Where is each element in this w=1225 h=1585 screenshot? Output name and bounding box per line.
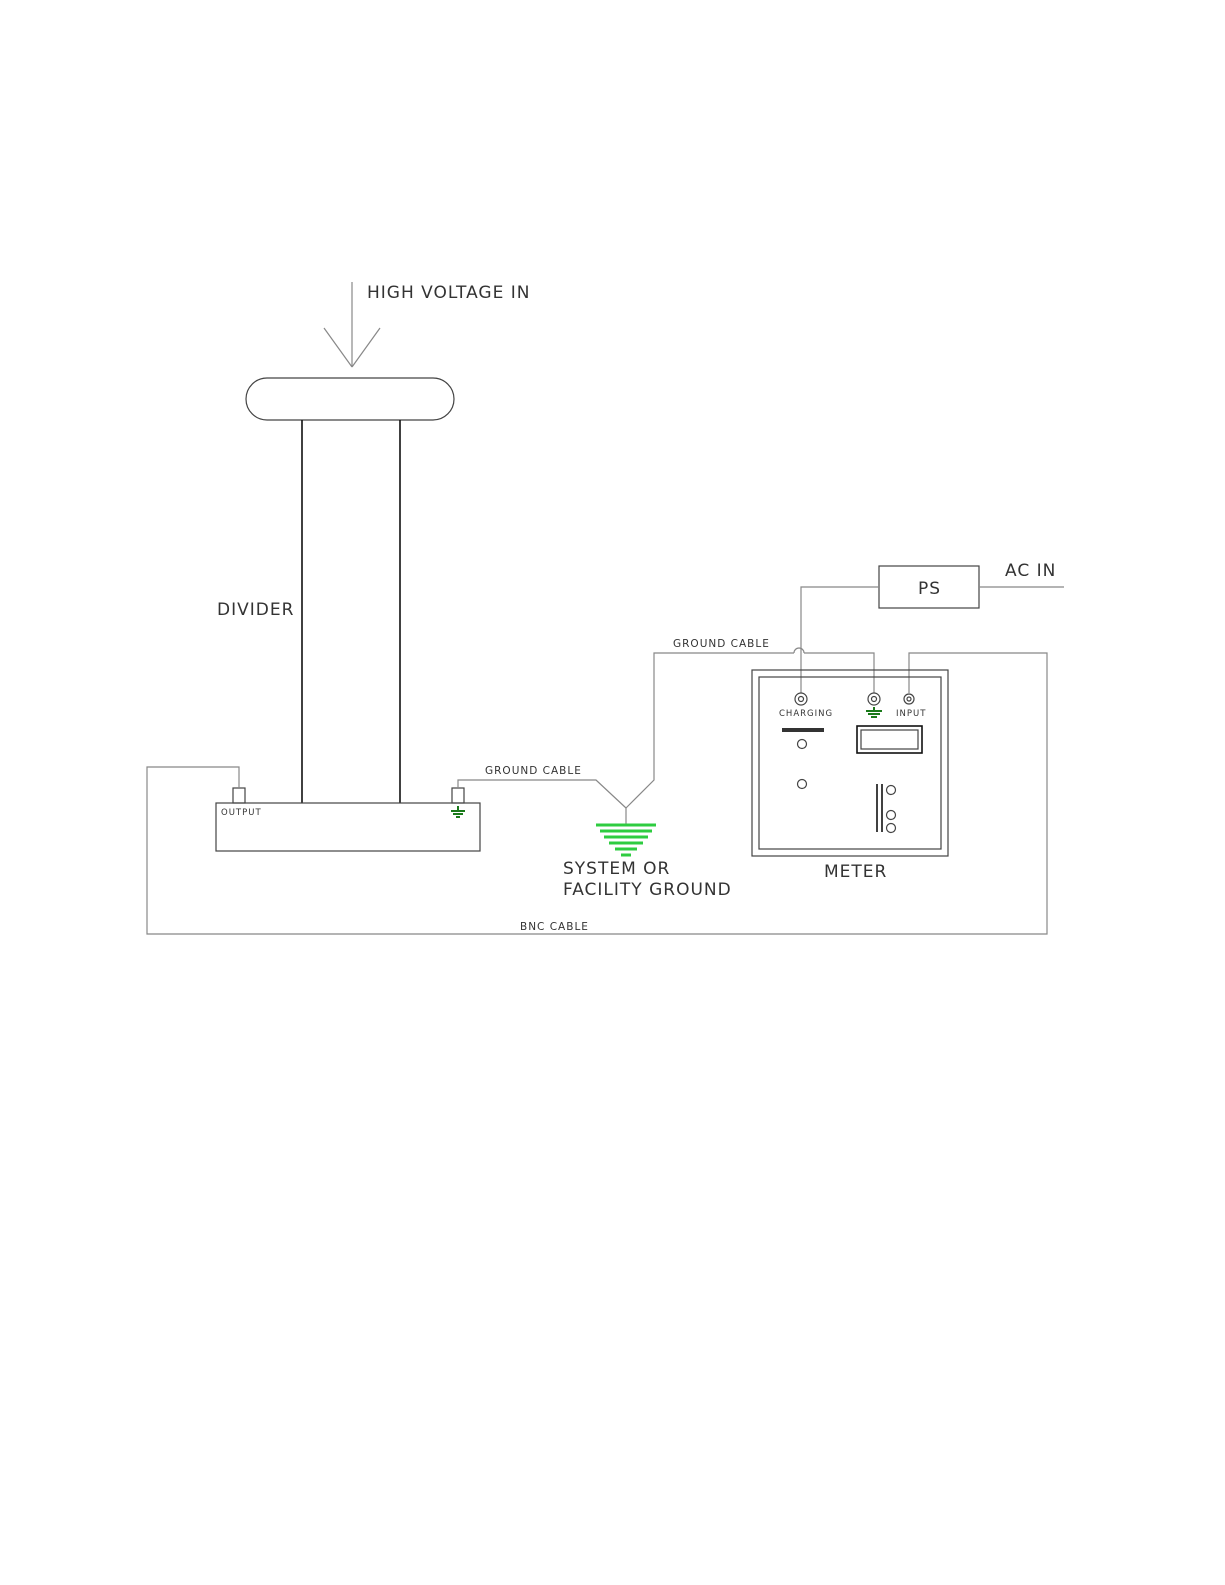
input-label: INPUT <box>896 709 926 719</box>
meter-label: METER <box>824 862 887 882</box>
ground-cable-left-label: GROUND CABLE <box>485 765 582 777</box>
facility-ground-icon <box>596 825 656 855</box>
ps-label: PS <box>918 579 941 599</box>
charging-label: CHARGING <box>779 709 833 719</box>
meter-knob-1 <box>798 740 807 749</box>
charging-indicator-bar <box>782 728 824 732</box>
ground-cable-divider <box>458 780 626 808</box>
divider-ground-icon <box>451 806 465 817</box>
meter-display <box>857 726 922 753</box>
meter-knob-5 <box>887 824 896 833</box>
divider-label: DIVIDER <box>217 600 294 620</box>
system-ground-label-line2: FACILITY GROUND <box>563 880 732 900</box>
top-electrode <box>246 378 454 420</box>
ground-cable-top-label: GROUND CABLE <box>673 638 770 650</box>
input-jack <box>904 694 914 704</box>
cable-crossover <box>794 648 804 653</box>
meter-knob-2 <box>798 780 807 789</box>
ac-in-label: AC IN <box>1005 561 1056 581</box>
meter-knob-4 <box>887 811 896 820</box>
meter-ground-icon <box>866 707 882 717</box>
meter: CHARGING INPUT <box>752 670 948 856</box>
system-ground-label-line1: SYSTEM OR <box>563 859 670 879</box>
charging-jack <box>795 693 807 705</box>
high-voltage-in-label: HIGH VOLTAGE IN <box>367 283 530 303</box>
meter-inner-frame <box>759 677 941 849</box>
meter-knob-3 <box>887 786 896 795</box>
meter-switch <box>877 784 882 832</box>
ground-cable-meter-part2 <box>804 653 874 693</box>
output-connector <box>233 788 245 803</box>
output-label: OUTPUT <box>221 808 262 818</box>
divider-column <box>302 420 400 803</box>
bnc-cable-label: BNC CABLE <box>520 921 589 933</box>
meter-ground-jack <box>868 693 880 705</box>
divider-ground-connector <box>452 788 464 803</box>
ground-cable-meter-part1 <box>626 653 794 808</box>
meter-outer-frame <box>752 670 948 856</box>
